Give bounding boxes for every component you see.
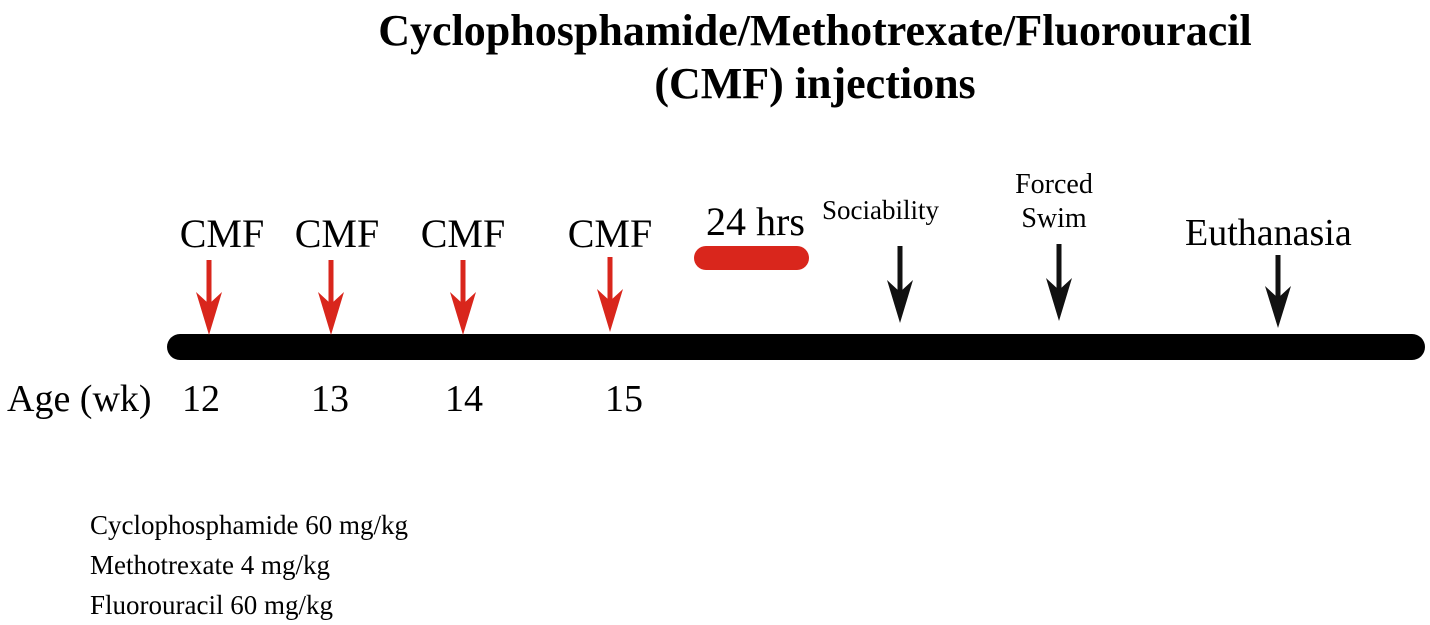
injection-arrow bbox=[597, 257, 623, 332]
title-line-2: (CMF) injections bbox=[654, 59, 976, 108]
dose-list: Cyclophosphamide 60 mg/kg Methotrexate 4… bbox=[90, 505, 408, 625]
dose-item-fluorouracil: Fluorouracil 60 mg/kg bbox=[90, 590, 333, 620]
age-tick-label: 15 bbox=[605, 378, 643, 420]
injection-arrow bbox=[450, 260, 476, 335]
event-arrow-sociability bbox=[887, 246, 913, 323]
diagram-title: Cyclophosphamide/Methotrexate/Fluorourac… bbox=[300, 4, 1330, 110]
event-arrow-forced-swim bbox=[1046, 244, 1072, 321]
age-tick-label: 13 bbox=[311, 378, 349, 420]
age-tick-label: 14 bbox=[445, 378, 483, 420]
injection-label: CMF bbox=[420, 211, 506, 256]
event-label-forced-swim: Forced Swim bbox=[1002, 168, 1106, 236]
event-label-euthanasia: Euthanasia bbox=[1185, 212, 1352, 254]
injection-label: CMF bbox=[179, 211, 265, 256]
injection-arrow bbox=[196, 260, 222, 335]
title-line-1: Cyclophosphamide/Methotrexate/Fluorourac… bbox=[378, 6, 1252, 55]
event-label-swim: Swim bbox=[1021, 203, 1087, 234]
event-arrow-euthanasia bbox=[1265, 255, 1291, 328]
dose-item-methotrexate: Methotrexate 4 mg/kg bbox=[90, 550, 330, 580]
injection-arrow bbox=[318, 260, 344, 335]
age-tick-label: 12 bbox=[182, 378, 220, 420]
event-label-forced: Forced bbox=[1015, 169, 1093, 200]
injection-label: CMF bbox=[294, 211, 380, 256]
interval-label: 24 hrs bbox=[706, 199, 805, 244]
injection-label: CMF bbox=[567, 211, 653, 256]
event-label-sociability: Sociability bbox=[822, 195, 939, 225]
dose-item-cyclophosphamide: Cyclophosphamide 60 mg/kg bbox=[90, 510, 408, 540]
age-axis-label: Age (wk) bbox=[7, 378, 152, 420]
